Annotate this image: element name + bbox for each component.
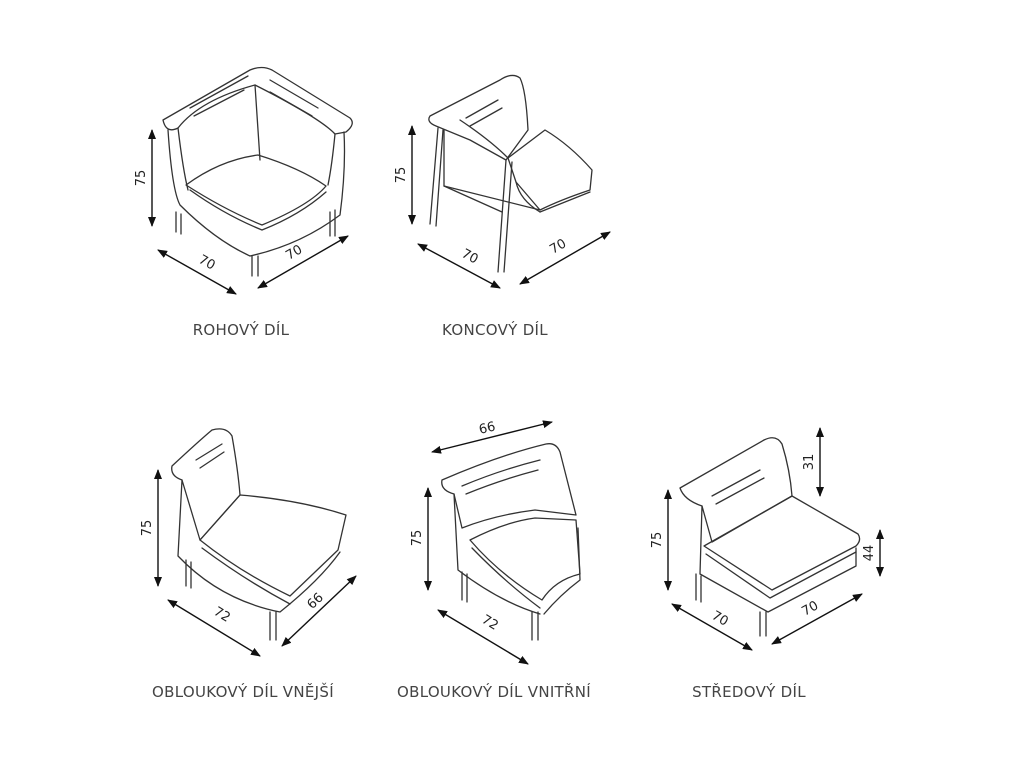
right-width-dimension-label: 66: [304, 590, 326, 612]
end-module-caption: KONCOVÝ DÍL: [442, 321, 548, 339]
height-dimension-label: 75: [650, 532, 665, 549]
top-width-dimension-line: [431, 420, 553, 454]
right-width-dimension-line: [281, 575, 357, 647]
inner-arc-module-drawing: 66 75 72: [410, 419, 581, 665]
middle-module-drawing: 75 31 44 70 70: [650, 427, 884, 651]
backrest-height-dimension-label: 31: [802, 454, 817, 471]
left-width-dimension-line: [417, 243, 501, 289]
left-width-dimension-line: [157, 249, 237, 295]
corner-module-drawing: 75 70 70: [134, 66, 353, 295]
top-width-dimension-label: 66: [477, 419, 496, 437]
left-width-dimension-label: 72: [479, 612, 501, 633]
left-width-dimension-label: 70: [709, 608, 731, 629]
right-width-dimension-label: 70: [283, 242, 305, 263]
height-dimension-label: 75: [394, 167, 409, 184]
end-module-drawing: 75 70 70: [394, 74, 611, 289]
left-width-dimension-line: [437, 609, 529, 665]
height-dimension-label: 75: [140, 520, 155, 537]
left-width-dimension-line: [671, 603, 753, 651]
left-width-dimension-label: 70: [459, 246, 481, 267]
right-width-dimension-label: 70: [547, 236, 569, 257]
right-width-dimension-line: [519, 231, 611, 285]
left-width-dimension-line: [167, 599, 261, 657]
corner-module-caption: ROHOVÝ DÍL: [192, 321, 290, 339]
left-width-dimension-label: 72: [211, 604, 233, 625]
seat-height-dimension-label: 44: [862, 545, 877, 562]
middle-module-caption: STŘEDOVÝ DÍL: [692, 683, 806, 701]
height-dimension-label: 75: [410, 530, 425, 547]
right-width-dimension-line: [771, 593, 863, 645]
right-width-dimension-line: [257, 235, 349, 289]
height-dimension-label: 75: [134, 170, 149, 187]
inner-arc-module-caption: OBLOUKOVÝ DÍL VNITŘNÍ: [397, 683, 591, 701]
left-width-dimension-label: 70: [196, 252, 218, 273]
outer-arc-module-drawing: 75 72 66: [140, 428, 357, 657]
outer-arc-module-caption: OBLOUKOVÝ DÍL VNĚJŠÍ: [152, 683, 334, 701]
right-width-dimension-label: 70: [799, 598, 821, 619]
